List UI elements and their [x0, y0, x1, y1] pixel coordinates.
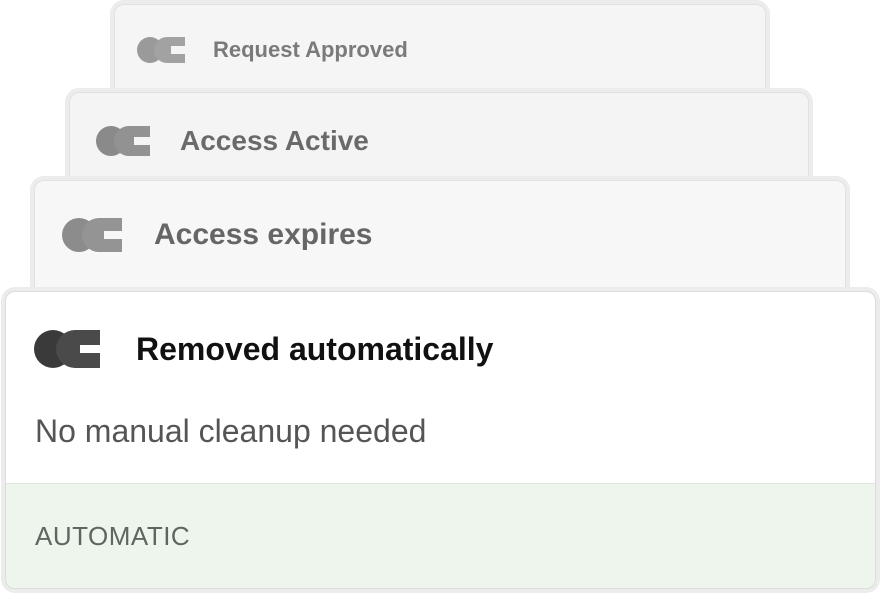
brand-logo-icon: [62, 218, 122, 252]
status-badge: AUTOMATIC: [35, 520, 191, 551]
brand-logo-icon: [96, 126, 150, 156]
brand-logo-icon: [34, 330, 100, 368]
step-title: Request Approved: [213, 37, 408, 62]
status-footer: AUTOMATIC: [6, 483, 875, 588]
final-step-title: Removed automatically: [136, 330, 494, 367]
step-card-removed-automatically: Removed automatically No manual cleanup …: [5, 291, 876, 589]
brand-logo-icon: [137, 37, 185, 63]
step-title: Access expires: [154, 218, 373, 251]
step-title: Access Active: [180, 125, 369, 156]
final-step-description: No manual cleanup needed: [35, 413, 427, 449]
